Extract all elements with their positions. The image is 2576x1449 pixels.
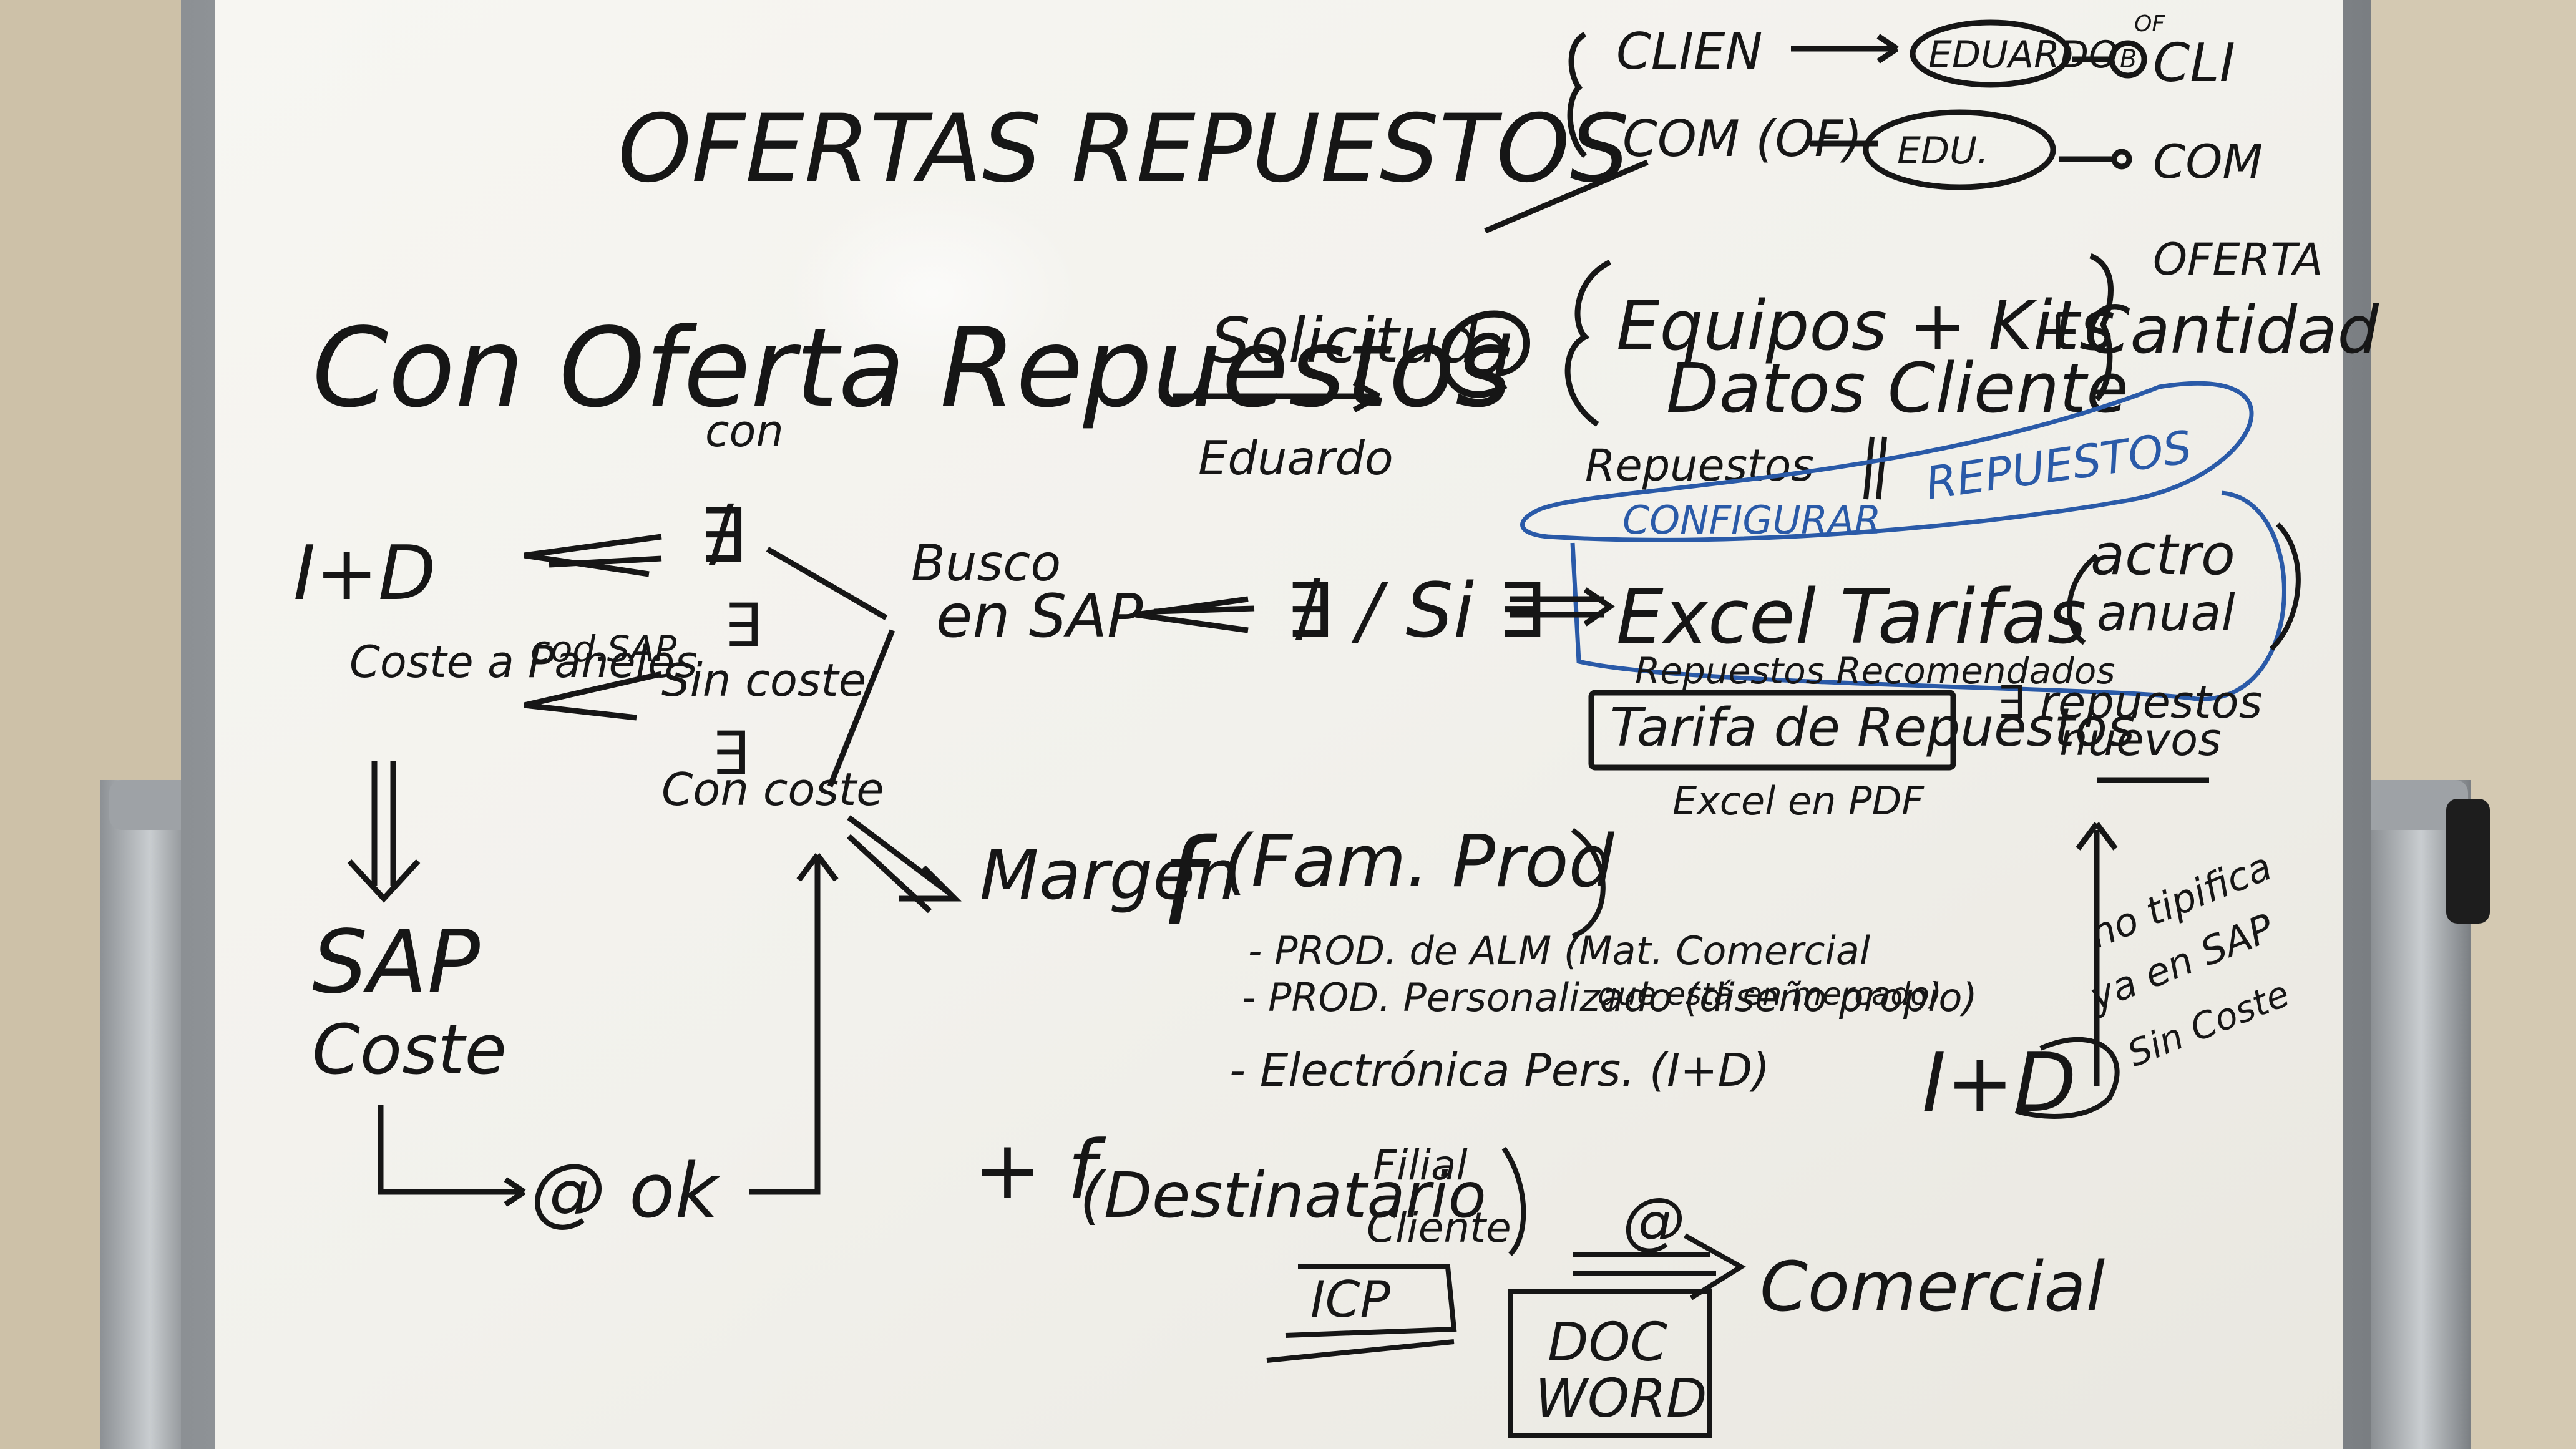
main-question-sub: con	[705, 406, 784, 457]
dest-plus-f: + f	[973, 1123, 1106, 1217]
dest-option-1: Filial	[1373, 1141, 1468, 1189]
margin-item-2: - PROD. Personalizado (diseño propio)	[1242, 975, 1978, 1020]
center-repuestos-nuevos-2: nuevos	[2059, 713, 2222, 766]
margin-item-3: - Electrónica Pers. (I+D)	[1229, 1044, 1770, 1096]
flow-top-from-1: CLIEN	[1616, 22, 1762, 80]
flow-top-mark-of: OF	[2134, 11, 2165, 37]
center-en-sap: en SAP	[936, 582, 1143, 651]
margin-paren: (Fam. Prod	[1223, 820, 1615, 904]
output-to: Comercial	[1760, 1247, 2105, 1327]
dest-label: (Destinatario	[1080, 1159, 1486, 1232]
center-tarifa-box: Tarifa de Repuestos	[1610, 697, 2135, 759]
center-excel-pdf: Excel en PDF	[1672, 778, 1925, 824]
left-id: I+D	[293, 530, 436, 617]
center-repuestos-nuevos-1: ∃ repuestos	[1997, 676, 2262, 728]
left-arrows	[347, 534, 962, 1207]
flow-top-via-2: EDU.	[1897, 129, 1989, 173]
left-cod-sap: cod.SAP	[530, 628, 676, 670]
request-quantity: Cantidad	[2084, 292, 2380, 368]
margin-item-1b: que está en mercado)	[1598, 976, 1941, 1012]
center-excel-note-1: actro	[2091, 522, 2235, 588]
left-not-exists: ∄	[699, 493, 746, 580]
output-arrow	[1508, 1233, 1746, 1438]
flow-top-via-1: EDUARDO	[1928, 33, 2118, 77]
center-repuestos-recomendados: Repuestos Recomendados	[1635, 650, 2115, 692]
left-coste: Coste	[312, 1010, 507, 1090]
left-ok: @ ok	[530, 1148, 721, 1235]
center-exists-toggle: ∄ / Si ∃	[1286, 568, 1545, 655]
left-exists-sin-coste: ∃	[724, 592, 761, 660]
solicitud-sub: Eduardo	[1198, 431, 1393, 485]
center-excel-note-2: anual	[2097, 584, 2235, 642]
title: OFERTAS REPUESTOS	[618, 95, 1629, 203]
margin-label: Margen	[980, 835, 1239, 915]
flow-top	[1484, 19, 2147, 234]
center-excel: Excel Tarifas	[1616, 574, 2086, 661]
configurar-repuestos-outline	[1520, 381, 2286, 701]
flow-top-to-1: CLI	[2153, 32, 2235, 94]
request-repuestos: Repuestos	[1585, 440, 1814, 491]
icp-box	[1266, 1264, 1457, 1363]
left-sap: SAP	[312, 912, 481, 1013]
center-busco: Busco	[911, 534, 1061, 592]
request-line1-plus: +	[2034, 298, 2081, 363]
left-sin-coste: Sin coste	[661, 654, 866, 706]
solicitud-arrow	[1173, 380, 1381, 412]
solicitud-label: Solicitud	[1211, 304, 1479, 377]
flow-top-to-2: COM	[2153, 134, 2263, 189]
output-doc-1: DOC	[1548, 1312, 1667, 1373]
output-doc-2: WORD	[1535, 1368, 1707, 1430]
output-at: @	[1622, 1184, 1685, 1257]
request-line2: Datos Cliente	[1666, 348, 2129, 428]
left-coste-paneles-label: Coste a Paneles	[349, 637, 698, 688]
request-oferta: OFERTA	[2153, 234, 2323, 285]
board-surface	[215, 0, 2343, 1449]
flow-top-from-2: COM (OF)	[1622, 110, 1863, 168]
dest-option-2: Cliente	[1367, 1204, 1511, 1252]
left-con-coste: Con coste	[661, 763, 884, 816]
request-brace	[1564, 259, 1612, 427]
margin-item-1: - PROD. de ALM (Mat. Comercial	[1248, 928, 1870, 973]
stand-knob	[2446, 799, 2490, 924]
flow-top-mark-b: B	[2120, 45, 2137, 74]
main-question: Con Oferta Repuestos	[312, 305, 1512, 432]
configurar-label: CONFIGURAR	[1622, 497, 1881, 543]
request-at: @	[1435, 288, 1535, 404]
left-exists-con-coste: ∃	[711, 720, 749, 788]
dest-icp: ICP	[1310, 1271, 1390, 1329]
request-line1: Equipos + Kits	[1616, 286, 2115, 366]
